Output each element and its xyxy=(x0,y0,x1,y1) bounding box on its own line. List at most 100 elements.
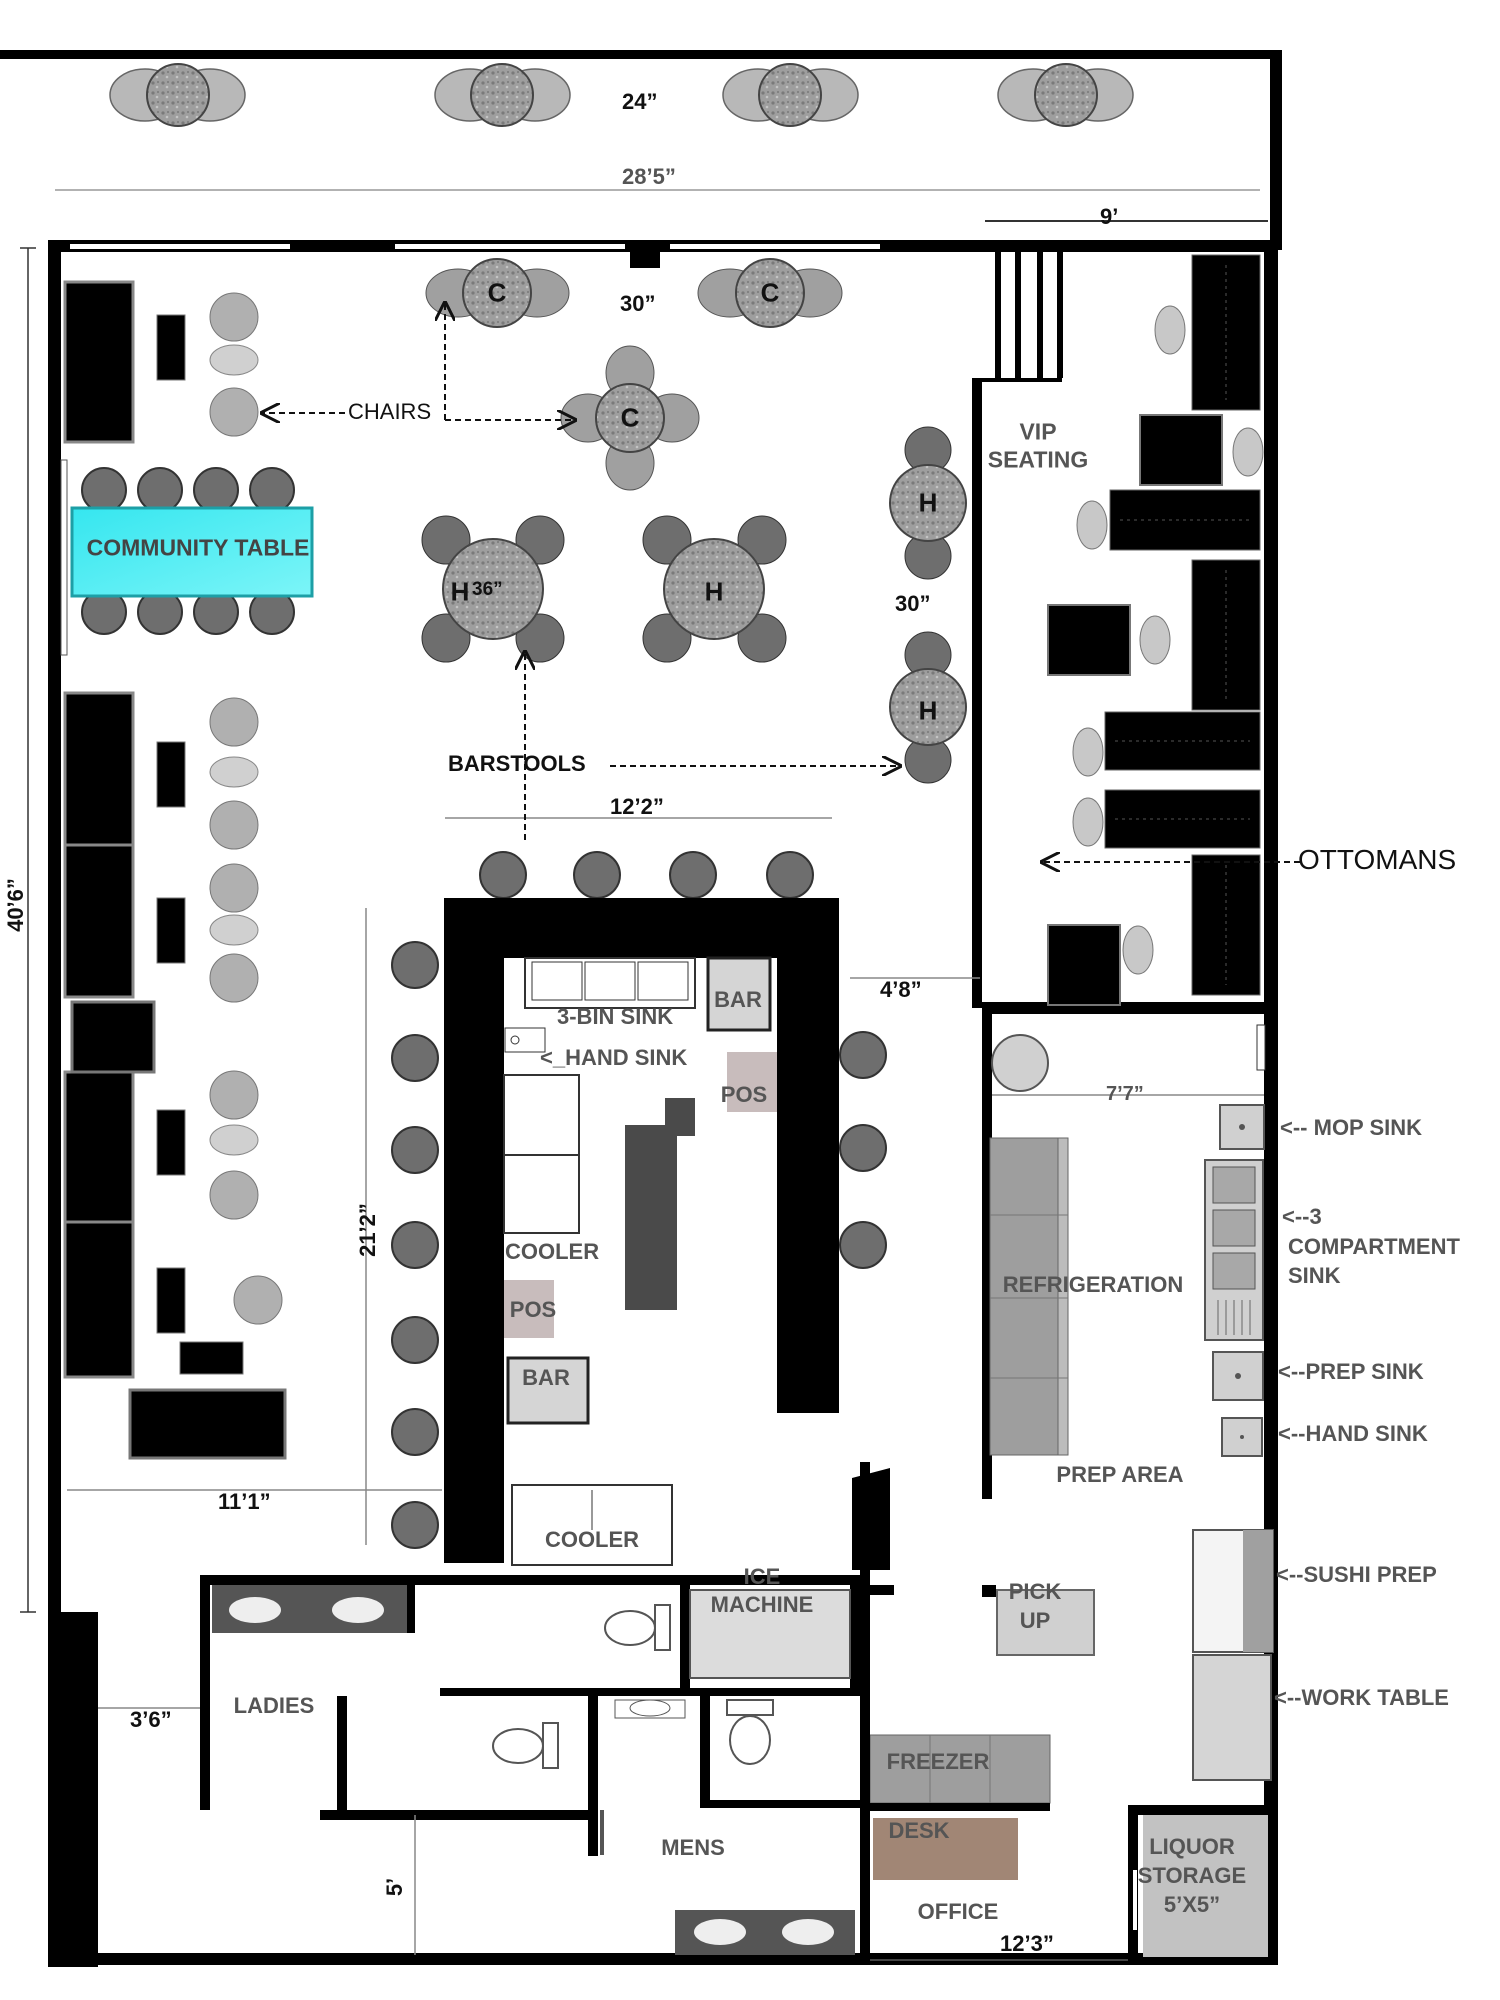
ottoman[interactable] xyxy=(1139,615,1171,665)
sushi-prep-station[interactable] xyxy=(1192,1529,1274,1653)
vip-banquette[interactable] xyxy=(1191,559,1261,711)
barstool[interactable] xyxy=(669,851,717,899)
back-bar[interactable] xyxy=(625,1125,677,1310)
c-table[interactable] xyxy=(697,258,843,328)
chair[interactable] xyxy=(209,344,259,376)
booth[interactable] xyxy=(63,280,135,444)
vip-banquette[interactable] xyxy=(1191,854,1261,996)
c-table[interactable] xyxy=(560,345,700,491)
two-top-table[interactable] xyxy=(156,897,186,964)
chair[interactable] xyxy=(209,1170,259,1220)
sushi-prep-label: <--SUSHI PREP xyxy=(1276,1562,1437,1587)
pos-terminal[interactable] xyxy=(727,1052,777,1112)
refrigeration-unit[interactable] xyxy=(989,1137,1069,1456)
chair[interactable] xyxy=(209,953,259,1003)
pos-terminal[interactable] xyxy=(504,1280,554,1338)
chair[interactable] xyxy=(209,697,259,747)
chair[interactable] xyxy=(209,387,259,437)
sink-icon[interactable] xyxy=(614,1699,686,1719)
barstool[interactable] xyxy=(391,1408,439,1456)
c-table[interactable] xyxy=(425,258,570,328)
vip-banquette[interactable] xyxy=(1109,489,1261,551)
stool[interactable] xyxy=(193,467,239,513)
stool[interactable] xyxy=(137,467,183,513)
ottoman[interactable] xyxy=(1232,427,1264,477)
vip-table[interactable] xyxy=(1139,414,1223,486)
desk[interactable] xyxy=(873,1818,1018,1880)
three-compartment-sink-label: SINK xyxy=(1288,1263,1341,1288)
vip-banquette[interactable] xyxy=(1104,711,1261,771)
liquor-storage[interactable] xyxy=(1143,1815,1268,1957)
chair[interactable] xyxy=(209,914,259,946)
community-table[interactable] xyxy=(70,506,314,598)
vip-banquette[interactable] xyxy=(1104,789,1261,849)
patio-table[interactable] xyxy=(109,63,246,127)
two-top-table[interactable] xyxy=(156,1267,186,1334)
hand-sink-icon[interactable] xyxy=(504,1027,546,1053)
barstool[interactable] xyxy=(391,1316,439,1364)
barstool[interactable] xyxy=(766,851,814,899)
three-compartment-sink[interactable] xyxy=(1204,1159,1264,1341)
ottoman[interactable] xyxy=(1076,500,1108,550)
three-bin-sink[interactable] xyxy=(524,957,696,1009)
patio-table[interactable] xyxy=(722,63,859,127)
booth[interactable] xyxy=(63,1220,135,1379)
barstool[interactable] xyxy=(391,1221,439,1269)
barstool[interactable] xyxy=(573,851,621,899)
ladies-vanity[interactable] xyxy=(212,1585,407,1633)
chair[interactable] xyxy=(209,800,259,850)
chair[interactable] xyxy=(209,1070,259,1120)
mens-vanity[interactable] xyxy=(675,1910,855,1955)
toilet-icon[interactable] xyxy=(604,1604,671,1651)
booth[interactable] xyxy=(63,691,135,847)
round-table[interactable] xyxy=(991,1034,1049,1092)
booth[interactable] xyxy=(63,1070,135,1224)
vip-table[interactable] xyxy=(1047,604,1131,676)
patio-table[interactable] xyxy=(434,63,571,127)
barstool[interactable] xyxy=(479,851,527,899)
booth[interactable] xyxy=(63,843,135,999)
h-table[interactable] xyxy=(421,515,565,663)
ice-machine[interactable] xyxy=(689,1589,851,1679)
vip-table[interactable] xyxy=(1047,924,1121,1006)
bar-station-icon[interactable] xyxy=(706,956,772,1032)
low-table[interactable] xyxy=(179,1341,244,1375)
patio-table[interactable] xyxy=(997,63,1134,127)
h-table[interactable] xyxy=(889,426,967,580)
freezer[interactable] xyxy=(869,1734,1051,1804)
barstool[interactable] xyxy=(839,1124,887,1172)
chair[interactable] xyxy=(209,863,259,913)
toilet-icon[interactable] xyxy=(492,1722,559,1769)
barstool[interactable] xyxy=(391,1034,439,1082)
h-table[interactable] xyxy=(642,515,787,663)
chair[interactable] xyxy=(209,756,259,788)
two-top-table[interactable] xyxy=(156,1109,186,1176)
ice-machine-label: MACHINE xyxy=(710,1591,814,1617)
chair[interactable] xyxy=(209,292,259,342)
chair[interactable] xyxy=(209,1124,259,1156)
bar-station-icon[interactable] xyxy=(506,1356,590,1425)
stool[interactable] xyxy=(249,467,295,513)
barstool[interactable] xyxy=(391,1126,439,1174)
barstool[interactable] xyxy=(839,1031,887,1079)
chair[interactable] xyxy=(233,1275,283,1325)
work-table[interactable] xyxy=(1192,1654,1272,1781)
ottoman[interactable] xyxy=(1072,727,1104,777)
barstool[interactable] xyxy=(839,1221,887,1269)
toilet-icon[interactable] xyxy=(726,1699,774,1765)
barstool[interactable] xyxy=(391,941,439,989)
ottoman[interactable] xyxy=(1154,305,1186,355)
vip-label: SEATING xyxy=(987,446,1089,473)
barstool[interactable] xyxy=(391,1501,439,1549)
lounge-sofa[interactable] xyxy=(128,1388,287,1460)
ottoman[interactable] xyxy=(1122,925,1154,975)
h-table[interactable] xyxy=(889,631,967,784)
stool[interactable] xyxy=(81,467,127,513)
ottoman[interactable] xyxy=(1072,797,1104,847)
back-bar[interactable] xyxy=(665,1098,695,1136)
booth-end[interactable] xyxy=(70,1000,156,1074)
pick-up-window[interactable] xyxy=(996,1589,1095,1656)
two-top-table[interactable] xyxy=(156,741,186,808)
vip-banquette[interactable] xyxy=(1191,254,1261,411)
two-top-table[interactable] xyxy=(156,314,186,381)
